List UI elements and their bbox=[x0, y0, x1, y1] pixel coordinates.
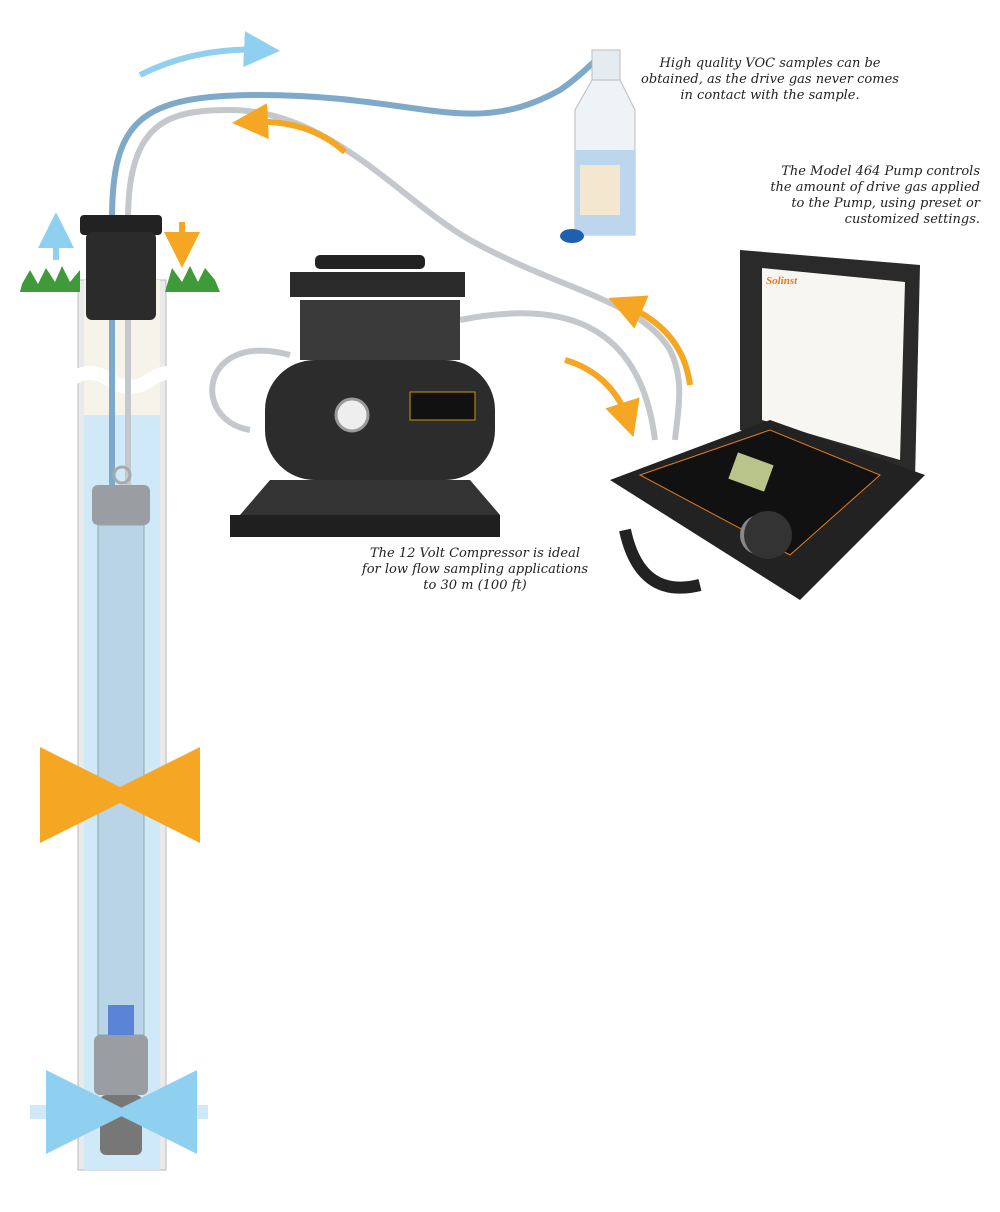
compressor bbox=[230, 255, 500, 537]
gas-to-well-arrow bbox=[608, 295, 693, 386]
control-unit bbox=[610, 250, 925, 600]
brand-logo: Solinst bbox=[766, 275, 798, 287]
controller-caption: The Model 464 Pump controls the amount o… bbox=[770, 164, 980, 227]
voc-caption: High quality VOC samples can be obtained… bbox=[641, 56, 899, 103]
sample-bottle bbox=[560, 49, 636, 243]
well-cap bbox=[80, 215, 162, 320]
gas-return-arrow bbox=[232, 103, 347, 155]
sample-tube bbox=[109, 54, 608, 1050]
gas-to-controller-arrow bbox=[564, 357, 640, 438]
sample-flow-arrow bbox=[138, 31, 280, 78]
compressor-tube bbox=[209, 310, 658, 441]
compressor-caption: The 12 Volt Compressor is ideal for low … bbox=[361, 546, 589, 593]
drive-gas-tube bbox=[125, 106, 683, 1050]
grass bbox=[20, 266, 220, 292]
bladder-pump bbox=[92, 465, 150, 1155]
